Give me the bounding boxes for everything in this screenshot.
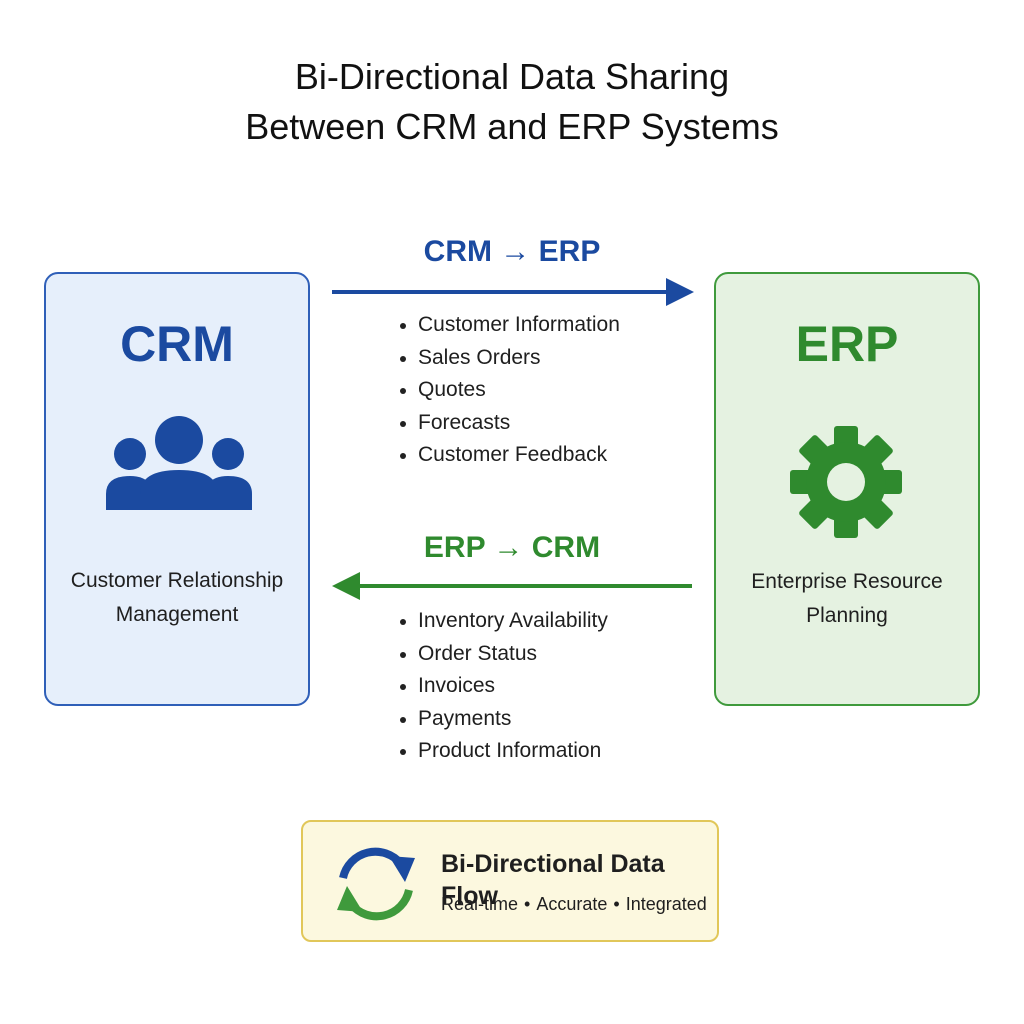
list-item: Inventory Availability <box>398 605 608 638</box>
title-line-2: Between CRM and ERP Systems <box>245 106 779 147</box>
gear-icon <box>790 426 902 538</box>
erp-box: ERP Enterprise Resource Planning <box>714 272 980 706</box>
list-item: Forecasts <box>398 407 620 440</box>
erp-to-crm-list: Inventory Availability Order Status Invo… <box>398 605 608 768</box>
tag-separator: • <box>524 894 531 914</box>
erp-to-crm-label: ERP → CRM <box>423 531 601 564</box>
crm-to-erp-label: CRM → ERP <box>423 235 601 268</box>
diagram-title: Bi-Directional Data Sharing Between CRM … <box>0 52 1024 152</box>
list-item: Invoices <box>398 670 608 703</box>
crm-subtitle-line-1: Customer Relationship <box>70 569 284 592</box>
summary-tags: Real-time•Accurate•Integrated <box>441 892 707 916</box>
crm-to-erp-list: Customer Information Sales Orders Quotes… <box>398 309 620 472</box>
erp-subtitle-line-1: Enterprise Resource <box>751 570 943 593</box>
list-item: Product Information <box>398 735 608 768</box>
tag: Real-time <box>441 894 519 914</box>
list-item: Customer Feedback <box>398 439 620 472</box>
summary-box: Bi-Directional Data Flow Real-time•Accur… <box>301 820 719 942</box>
tag: Integrated <box>625 894 707 914</box>
crm-subtitle: Customer Relationship Management <box>46 564 308 632</box>
list-item: Sales Orders <box>398 342 620 375</box>
title-line-1: Bi-Directional Data Sharing <box>294 56 730 97</box>
people-group-icon <box>106 416 252 510</box>
list-item: Quotes <box>398 374 620 407</box>
crm-label: CRM <box>120 316 234 372</box>
crm-box: CRM Customer Relationship Management <box>44 272 310 706</box>
erp-subtitle: Enterprise Resource Planning <box>716 565 978 633</box>
tag-separator: • <box>613 894 620 914</box>
cycle-arrows-icon <box>337 847 415 921</box>
summary-title: Bi-Directional Data Flow <box>441 850 665 910</box>
right-arrow-icon <box>332 278 694 306</box>
crm-subtitle-line-2: Management <box>115 603 239 626</box>
erp-label: ERP <box>795 316 899 372</box>
list-item: Customer Information <box>398 309 620 342</box>
tag: Accurate <box>536 894 608 914</box>
erp-subtitle-line-2: Planning <box>806 604 888 627</box>
left-arrow-icon <box>332 572 692 600</box>
list-item: Payments <box>398 703 608 736</box>
list-item: Order Status <box>398 638 608 671</box>
